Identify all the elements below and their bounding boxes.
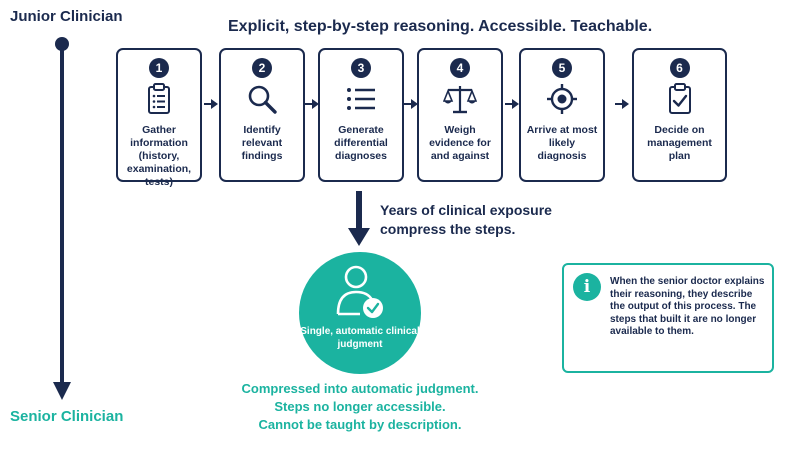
- step-2: 2 Identify relevant findings: [219, 48, 305, 182]
- arrow-right-icon: [505, 99, 519, 109]
- outcome-line-3: Cannot be taught by description.: [258, 417, 462, 432]
- judgment-label: Single, automatic clinical judgment: [300, 326, 420, 350]
- arrow-right-icon: [615, 99, 629, 109]
- outcome-line-2: Steps no longer accessible.: [274, 399, 446, 414]
- clipboard-check-icon: [668, 83, 691, 114]
- step-number: 2: [252, 58, 272, 78]
- step-label: Generate differential diagnoses: [334, 124, 388, 162]
- step-label: Decide on management plan: [647, 124, 712, 162]
- person-check-icon: [336, 265, 383, 318]
- step-5: 5 Arrive at most likely diagnosis: [519, 48, 605, 182]
- step-1: 1 Gather information (history, examinati…: [116, 48, 202, 188]
- step-number: 4: [450, 58, 470, 78]
- step-label: Weigh evidence for and against: [429, 124, 491, 162]
- balance-scale-icon: [443, 86, 477, 114]
- senior-clinician-label: Senior Clinician: [10, 408, 124, 425]
- step-number: 6: [669, 58, 690, 78]
- arrow-right-icon: [305, 99, 319, 109]
- info-icon: i: [573, 273, 601, 301]
- step-label: Identify relevant findings: [241, 124, 283, 162]
- compression-line-2: compress the steps.: [380, 221, 516, 237]
- step-number: 5: [552, 58, 572, 78]
- compression-text: Years of clinical exposure compress the …: [380, 201, 552, 239]
- step-number: 3: [351, 58, 371, 78]
- arrow-right-icon: [204, 99, 218, 109]
- outcome-line-1: Compressed into automatic judgment.: [241, 381, 479, 396]
- clipboard-list-icon: [148, 83, 170, 114]
- outcome-text: Compressed into automatic judgment. Step…: [195, 380, 525, 434]
- step-number: 1: [149, 58, 169, 78]
- arrow-right-icon: [404, 99, 418, 109]
- timeline-arrow: [53, 37, 71, 400]
- step-4: 4 Weigh evidence for and against: [417, 48, 503, 182]
- info-text: When the senior doctor explains their re…: [610, 276, 765, 337]
- magnifier-icon: [248, 85, 277, 114]
- list-icon: [347, 88, 375, 110]
- junior-clinician-label: Junior Clinician: [10, 8, 123, 25]
- compression-line-1: Years of clinical exposure: [380, 202, 552, 218]
- compression-arrow: [348, 191, 370, 246]
- step-label: Arrive at most likely diagnosis: [526, 124, 598, 162]
- target-icon: [547, 84, 577, 114]
- step-6: 6 Decide on management plan: [632, 48, 727, 182]
- step-label: Gather information (history, examination…: [126, 124, 192, 188]
- process-heading: Explicit, step-by-step reasoning. Access…: [228, 18, 653, 35]
- step-3: 3 Generate differential diagnoses: [318, 48, 404, 182]
